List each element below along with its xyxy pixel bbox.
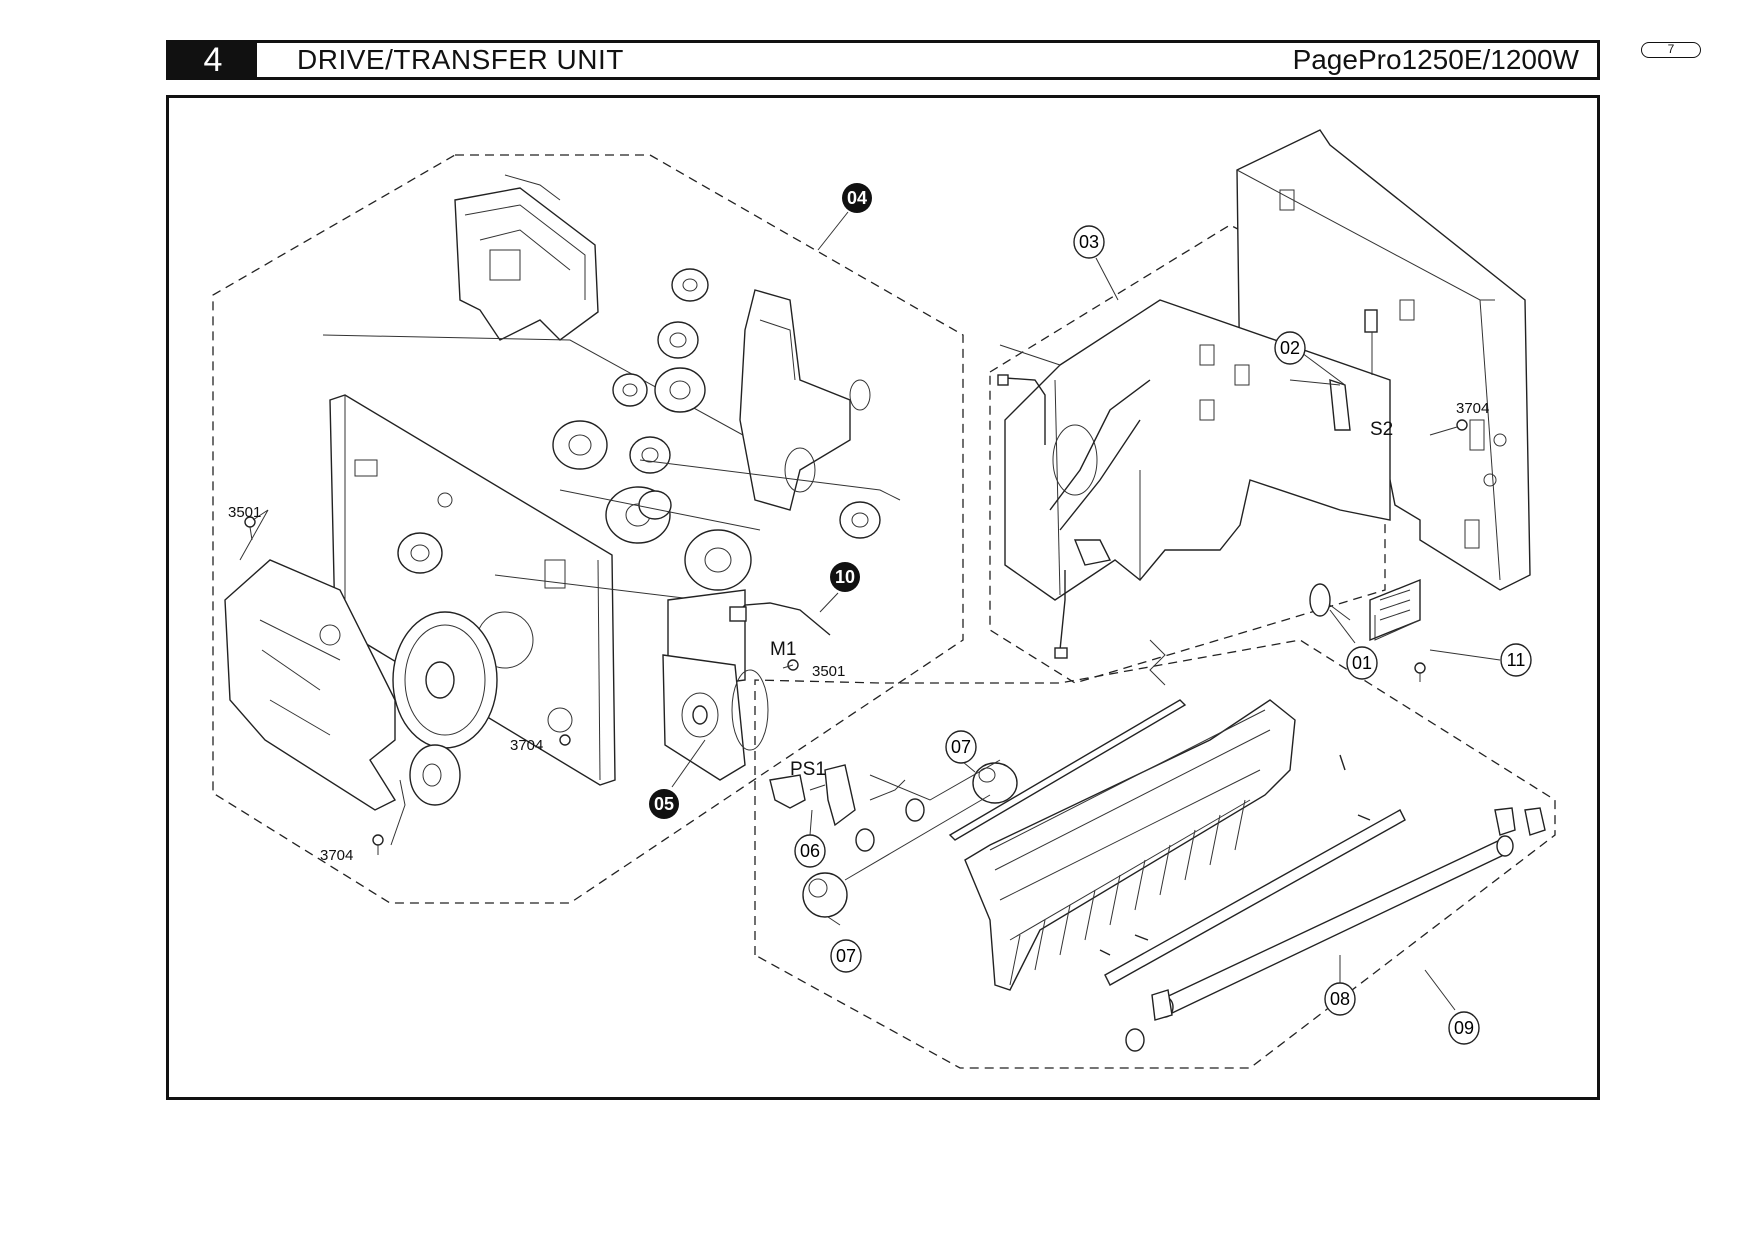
callout-01: 01: [1329, 609, 1378, 680]
svg-text:06: 06: [800, 841, 820, 861]
callout-05: 05: [649, 739, 706, 819]
model-name: PagePro1250E/1200W: [1292, 44, 1579, 75]
screw-set-left: [244, 516, 799, 855]
actuator-arm: [1049, 379, 1151, 566]
gear-large: [392, 611, 498, 749]
springs-06: [855, 779, 925, 852]
callout-08: 08: [1324, 955, 1356, 1016]
svg-text:08: 08: [1330, 989, 1350, 1009]
svg-text:03: 03: [1079, 232, 1099, 252]
sawtooth-plate: [948, 639, 1187, 841]
svg-text:02: 02: [1280, 338, 1300, 358]
svg-text:07: 07: [951, 737, 971, 757]
label-3501-motor: 3501: [812, 663, 845, 680]
svg-text:11: 11: [1507, 650, 1526, 670]
svg-text:09: 09: [1454, 1018, 1474, 1038]
screw-3704-right: [1456, 419, 1468, 431]
gear-set: [552, 268, 881, 591]
label-3501-left: 3501: [228, 504, 261, 521]
group-outline-frame: [989, 224, 1386, 684]
page-number-badge: 7: [1641, 42, 1701, 58]
gear-small-a: [397, 532, 443, 574]
label-3704-plate: 3704: [510, 737, 543, 754]
callout-10: 10: [819, 562, 860, 613]
transfer-roller-09: [1125, 807, 1546, 1052]
group-outline-transfer: [754, 639, 1556, 1069]
drive-cover-plate: [224, 559, 397, 811]
svg-text:10: 10: [835, 567, 855, 587]
cable-11: [1369, 578, 1426, 682]
motor-harness: [729, 602, 831, 636]
callout-11: 11: [1429, 643, 1532, 677]
svg-text:04: 04: [847, 188, 867, 208]
spacer-07-a: [972, 762, 1018, 804]
section-title: DRIVE/TRANSFER UNIT: [297, 44, 624, 75]
svg-text:05: 05: [654, 794, 674, 814]
section-header: 4 DRIVE/TRANSFER UNIT PagePro1250E/1200W: [166, 40, 1600, 80]
spacer-07-b: [802, 872, 848, 918]
drive-bracket-top: [454, 174, 599, 341]
callout-07-b: 07: [827, 916, 862, 973]
switch-s2: [1289, 309, 1378, 431]
svg-text:07: 07: [836, 946, 856, 966]
sensor-ps1: [769, 764, 856, 827]
sub-harness: [997, 374, 1068, 659]
label-motor-m1: M1: [770, 639, 796, 660]
label-sensor-ps1: PS1: [790, 759, 826, 780]
label-3704-frame: 3704: [1456, 400, 1489, 417]
spring-01: [1309, 583, 1351, 621]
group-outline-drive: [212, 154, 964, 904]
callout-02: 02: [1274, 331, 1346, 386]
label-switch-s2: S2: [1370, 419, 1393, 440]
transfer-guide: [964, 699, 1296, 991]
main-frame: [1236, 129, 1531, 591]
springs-transfer: [1099, 754, 1371, 956]
section-number: 4: [169, 41, 257, 79]
gear-bottom: [409, 744, 461, 806]
motor-m1: [662, 589, 769, 781]
sub-frame: [999, 299, 1391, 601]
callout-07-a: 07: [945, 730, 977, 773]
diagram-frame: [166, 95, 1600, 1100]
callout-06: 06: [794, 809, 826, 868]
gear-housing: [739, 289, 871, 511]
transfer-roller-08: [1104, 809, 1406, 986]
callout-09: 09: [1424, 969, 1480, 1045]
transfer-fins: [1009, 799, 1246, 986]
callout-03: 03: [1073, 225, 1119, 301]
label-3704-bottom: 3704: [320, 847, 353, 864]
svg-text:01: 01: [1352, 653, 1372, 673]
callout-04: 04: [817, 183, 872, 251]
